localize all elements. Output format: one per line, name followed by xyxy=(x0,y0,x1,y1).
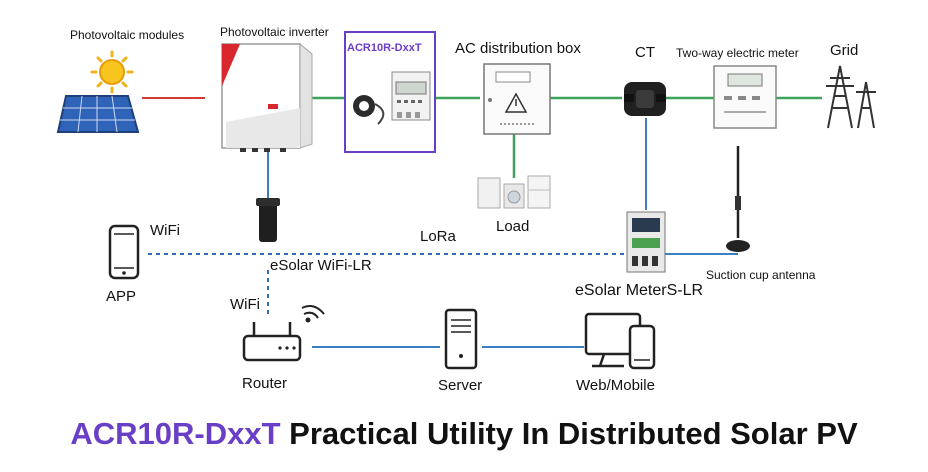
label-ct: CT xyxy=(635,44,655,61)
label-meter-model: ACR10R-DxxT xyxy=(347,42,422,54)
label-app: APP xyxy=(106,288,137,305)
computer-and-phone-icon xyxy=(584,312,656,370)
label-wifi-router: WiFi xyxy=(230,296,260,313)
din-meter-icon xyxy=(391,71,431,121)
meters-lr-device-icon xyxy=(626,211,666,273)
label-two-way-meter: Two-way electric meter xyxy=(676,46,799,60)
label-wifi-lr: eSolar WiFi-LR xyxy=(270,257,372,274)
meter-highlight-frame xyxy=(344,31,436,153)
label-grid: Grid xyxy=(830,42,859,59)
wifi-signal-icon xyxy=(301,305,325,323)
phone-icon xyxy=(108,224,140,280)
label-lora: LoRa xyxy=(420,228,456,245)
label-server: Server xyxy=(438,377,483,394)
distribution-box-icon xyxy=(483,63,551,135)
transmission-tower-icon xyxy=(826,65,876,129)
sun-icon xyxy=(90,50,134,94)
label-ac-box: AC distribution box xyxy=(455,40,581,57)
page-title: ACR10R-DxxT Practical Utility In Distrib… xyxy=(0,416,928,452)
wifi-lr-dongle-icon xyxy=(256,198,280,242)
label-wifi-app: WiFi xyxy=(150,222,180,239)
inverter-icon xyxy=(220,42,314,152)
label-pv-inverter: Photovoltaic inverter xyxy=(220,25,329,39)
label-router: Router xyxy=(242,375,288,392)
label-meters-lr: eSolar MeterS-LR xyxy=(575,282,704,299)
server-icon xyxy=(444,308,478,370)
label-web-mobile: Web/Mobile xyxy=(576,377,655,394)
label-antenna: Suction cup antenna xyxy=(706,268,816,282)
title-rest: Practical Utility In Distributed Solar P… xyxy=(280,416,858,451)
ct-clamp-icon xyxy=(353,95,385,125)
label-load: Load xyxy=(496,218,530,235)
solar-panel-icon xyxy=(56,95,140,133)
label-pv-modules: Photovoltaic modules xyxy=(70,28,185,42)
suction-cup-antenna-icon xyxy=(726,146,750,252)
appliances-icon xyxy=(477,175,551,209)
system-diagram xyxy=(56,31,876,370)
title-accent: ACR10R-DxxT xyxy=(70,416,281,451)
ct-sensor-icon xyxy=(624,82,666,116)
router-icon xyxy=(242,322,302,362)
two-way-meter-icon xyxy=(713,65,777,129)
